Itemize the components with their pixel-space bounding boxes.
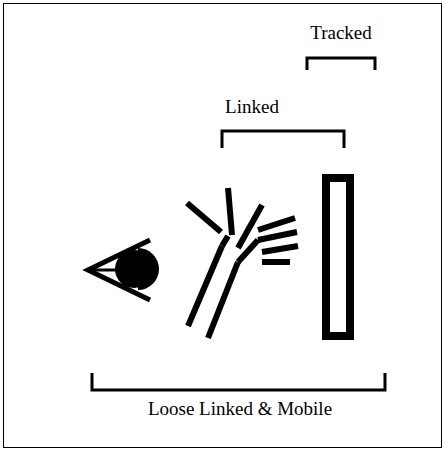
hand-symbol bbox=[187, 188, 298, 338]
frame-border bbox=[4, 4, 442, 448]
bracket-label: Tracked bbox=[310, 22, 372, 44]
tracked-bracket bbox=[307, 58, 375, 70]
loose-bracket bbox=[92, 373, 385, 390]
eye-symbol bbox=[88, 240, 159, 300]
bracket-label: Loose Linked & Mobile bbox=[148, 398, 332, 420]
display-screen bbox=[326, 178, 350, 336]
linked-bracket bbox=[222, 131, 344, 148]
bracket-label: Linked bbox=[225, 96, 279, 118]
